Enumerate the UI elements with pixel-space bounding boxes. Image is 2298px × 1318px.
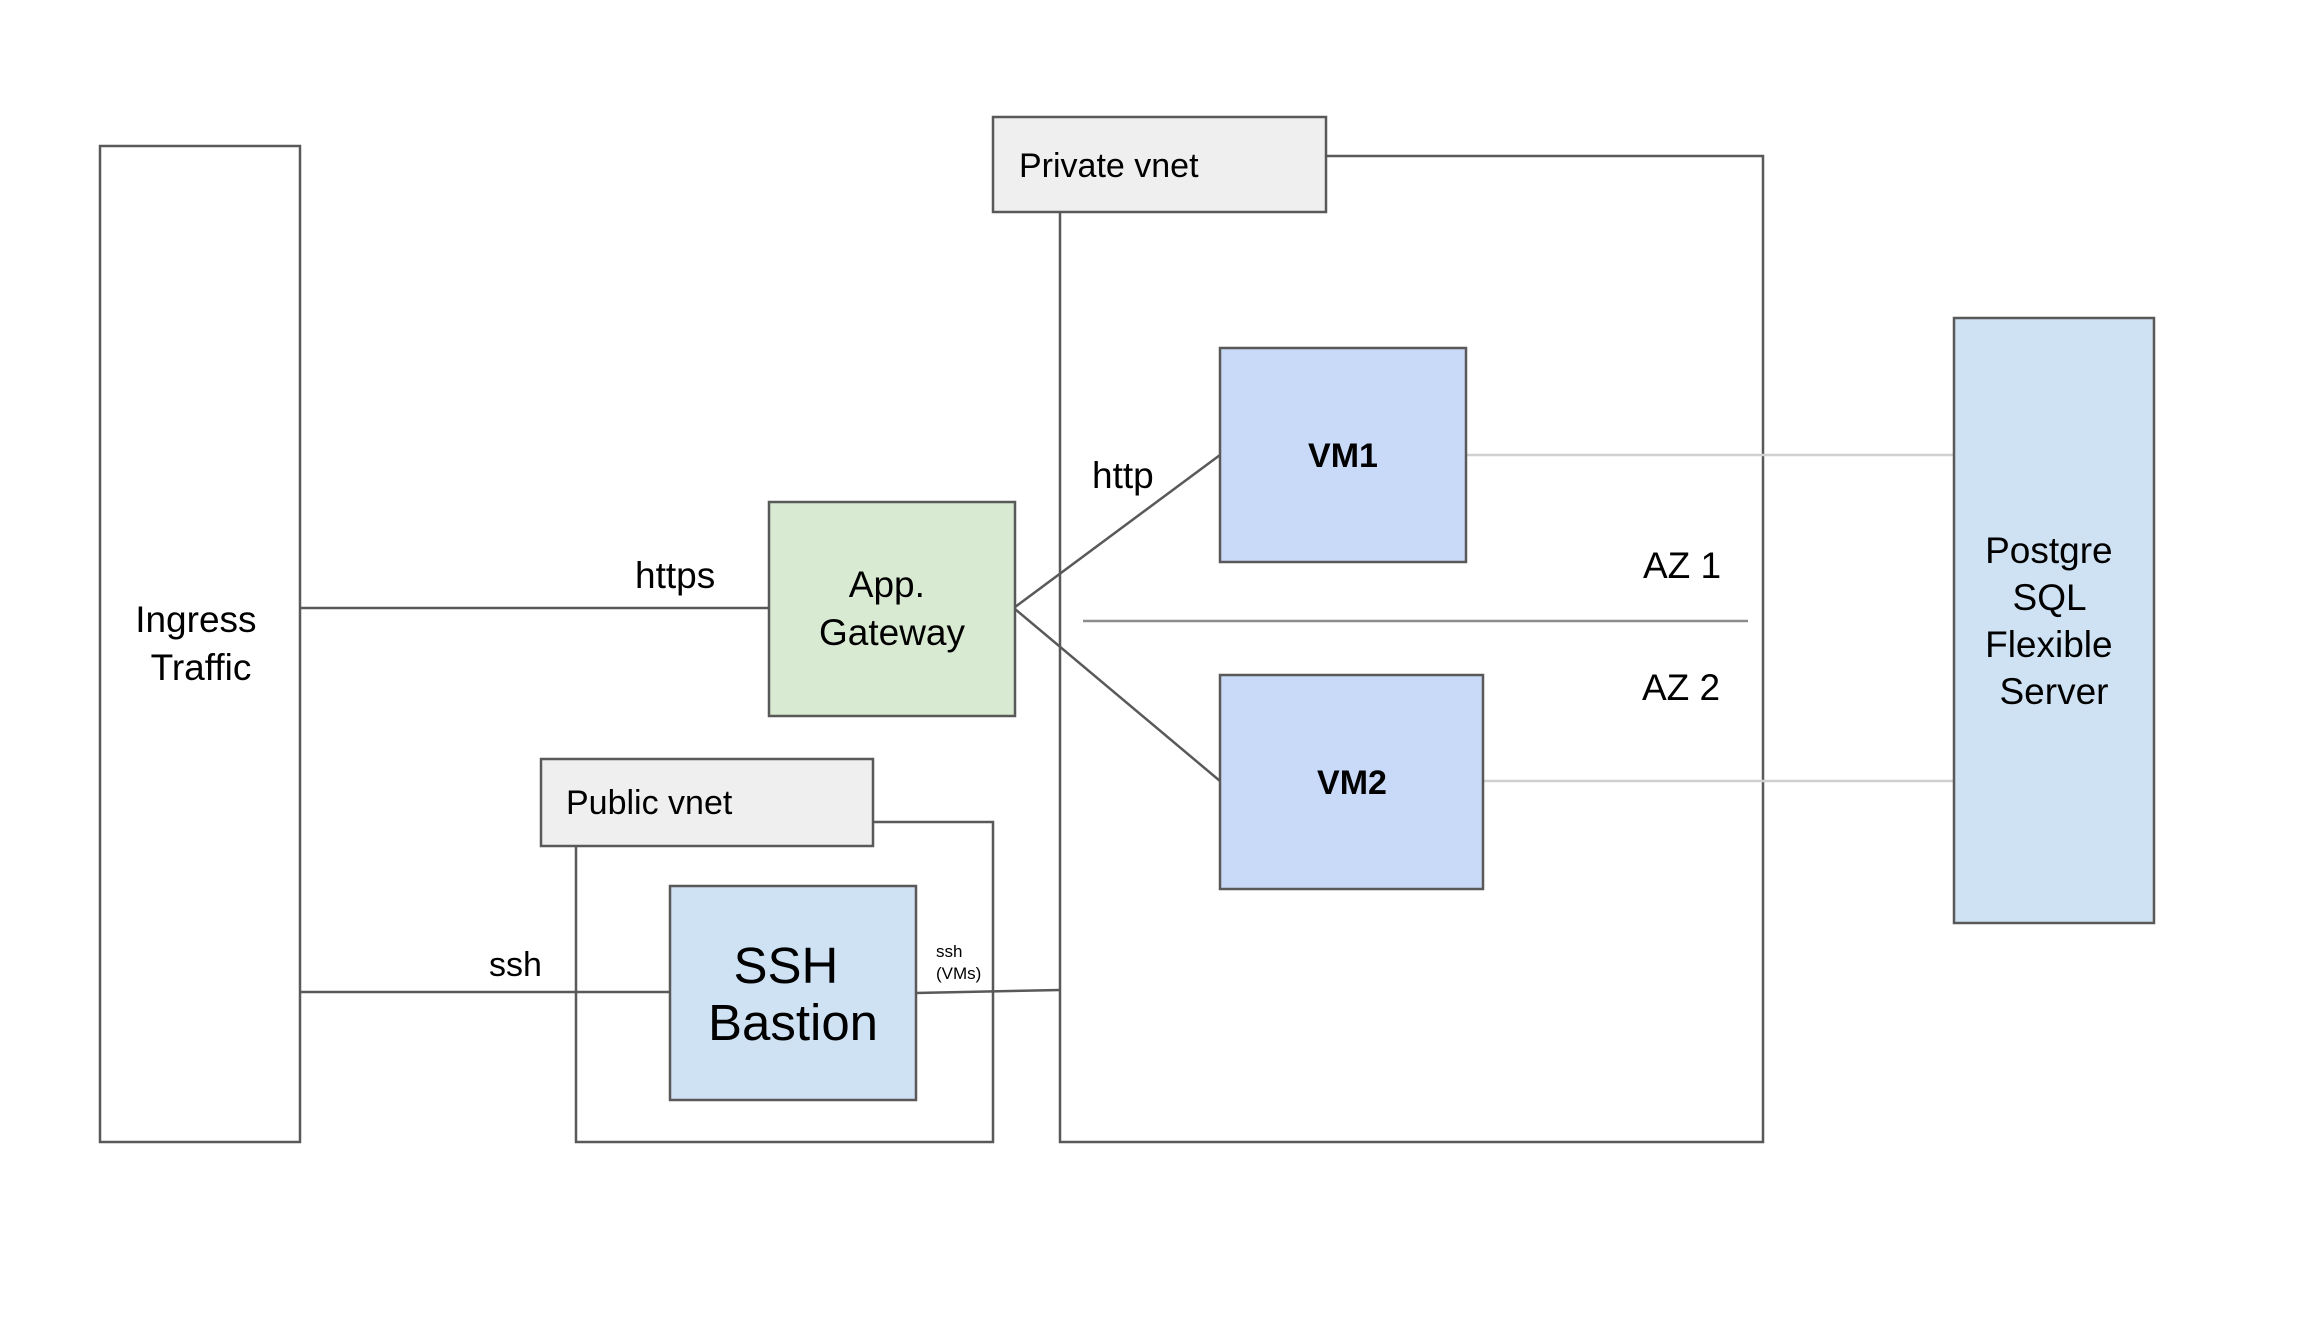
app-gateway-label: App. Gateway <box>819 564 966 653</box>
vm2-label: VM2 <box>1317 764 1387 802</box>
ingress-traffic-node: Ingress Traffic <box>98 144 302 1144</box>
postgres-box <box>1952 316 2156 925</box>
ssh-bastion-box <box>668 884 918 1102</box>
private-vnet-label: Private vnet <box>1019 147 1199 185</box>
app-gateway-node: App. Gateway <box>767 500 1017 718</box>
postgres-node: Postgre SQL Flexible Server <box>1952 316 2156 925</box>
az1-label: AZ 1 <box>1643 545 1721 586</box>
http-label: http <box>1092 455 1154 496</box>
vm1-node: VM1 <box>1218 346 1468 564</box>
vm2-box <box>1218 673 1485 891</box>
private-vnet-group: Private vnet <box>991 115 1765 1144</box>
ssh-label: ssh <box>489 946 542 984</box>
postgres-label: Postgre SQL Flexible Server <box>1985 530 2123 712</box>
vm1-box <box>1218 346 1468 564</box>
vm1-label: VM1 <box>1308 437 1378 475</box>
ingress-traffic-box <box>98 144 302 1144</box>
az2-label: AZ 2 <box>1642 667 1720 708</box>
private-vnet-border <box>1058 154 1765 1144</box>
private-vnet-label-box <box>991 115 1328 214</box>
public-vnet-group: Public vnet <box>539 757 995 1144</box>
ssh-vms-label: ssh (VMs) <box>936 942 981 983</box>
http-connector-vm1 <box>1014 453 1221 609</box>
ssh-bastion-node: SSH Bastion <box>668 884 918 1102</box>
public-vnet-label-box <box>539 757 875 848</box>
public-vnet-label: Public vnet <box>566 784 733 822</box>
public-vnet-border <box>574 820 995 1144</box>
ingress-traffic-label: Ingress Traffic <box>135 599 267 688</box>
ssh-bastion-label: SSH Bastion <box>708 937 878 1051</box>
http-connector-vm2 <box>1014 608 1221 782</box>
vm2-node: VM2 <box>1218 673 1485 891</box>
app-gateway-box <box>767 500 1017 718</box>
https-label: https <box>635 555 715 596</box>
ssh-vms-connector <box>914 988 1061 995</box>
